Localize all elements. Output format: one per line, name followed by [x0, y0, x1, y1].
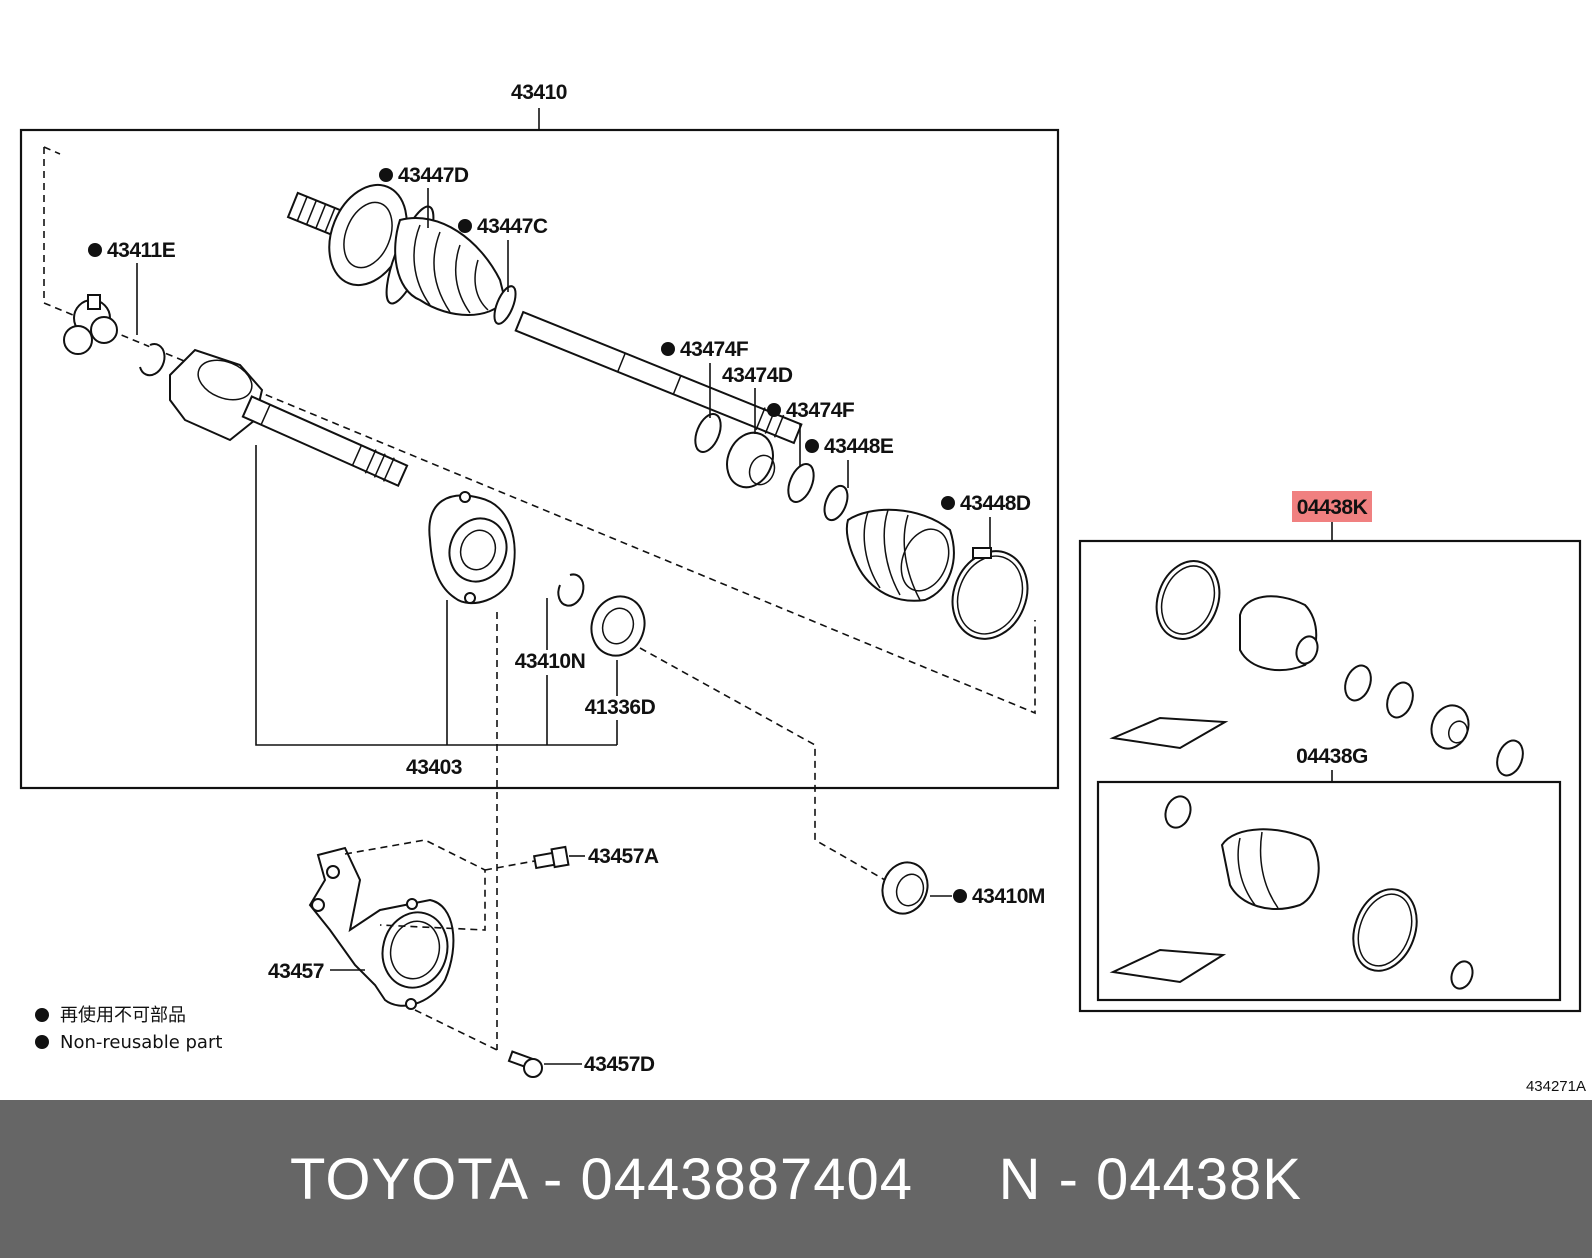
parts-diagram: 43410 [19, 81, 1586, 1095]
label-43457A[interactable]: 43457A [588, 845, 659, 868]
footer-banner: TOYOTA - 0443887404 N - 04438K [0, 1100, 1592, 1258]
snap-ring-43411E [139, 343, 166, 377]
outer-shaft-assembly [286, 183, 803, 445]
inner-joint-parts [694, 413, 1029, 640]
oil-seal-41336D [590, 595, 646, 657]
legend-line-jp: 再使用不可部品 [60, 1005, 186, 1026]
support-bracket [308, 846, 455, 1010]
footer-part-number: TOYOTA - 0443887404 [290, 1146, 914, 1212]
legend-line-en: Non-reusable part [60, 1032, 222, 1053]
label-43411E[interactable]: 43411E [107, 239, 176, 262]
label-04438K[interactable]: 04438K [1297, 496, 1368, 519]
label-04438G[interactable]: 04438G [1296, 745, 1368, 768]
label-43474D[interactable]: 43474D [722, 364, 793, 387]
label-41336D[interactable]: 41336D [585, 696, 656, 719]
inner-shaft [169, 348, 409, 488]
label-43447C[interactable]: 43447C [477, 215, 548, 238]
kit-frame-04438K [1078, 539, 1582, 1013]
label-43457[interactable]: 43457 [268, 960, 324, 983]
tripod-joint [63, 294, 118, 355]
seal-43410M [881, 861, 929, 915]
kit-04438G-parts [1109, 795, 1474, 990]
label-43403[interactable]: 43403 [406, 756, 462, 779]
label-43474F-a[interactable]: 43474F [680, 338, 749, 361]
diagram-drawing: 43410 [19, 81, 1586, 1095]
snap-ring-43410N [557, 573, 585, 607]
footer-catalog-ref: N - 04438K [998, 1146, 1302, 1212]
label-43410M[interactable]: 43410M [972, 885, 1045, 908]
label-43448E[interactable]: 43448E [824, 435, 894, 458]
label-43448D[interactable]: 43448D [960, 492, 1031, 515]
bearing-bracket [428, 491, 516, 605]
legend: 再使用不可部品 Non-reusable part [35, 1005, 222, 1053]
label-43447D[interactable]: 43447D [398, 164, 469, 187]
bolt-43457D [507, 1050, 543, 1078]
kit-frame-04438G [1096, 780, 1562, 1002]
label-43474F-b[interactable]: 43474F [786, 399, 855, 422]
bolt-43457A [532, 845, 570, 870]
kit-04438K-parts [1109, 560, 1524, 777]
highlight-04438K [1292, 491, 1372, 522]
exploded-outline [43, 147, 1036, 715]
label-43457D[interactable]: 43457D [584, 1053, 655, 1076]
grease-packet [1109, 716, 1229, 750]
dash-seal-line [639, 647, 886, 881]
label-43410[interactable]: 43410 [511, 81, 567, 104]
label-43410N[interactable]: 43410N [515, 650, 586, 673]
figure-reference: 434271A [1526, 1078, 1586, 1095]
